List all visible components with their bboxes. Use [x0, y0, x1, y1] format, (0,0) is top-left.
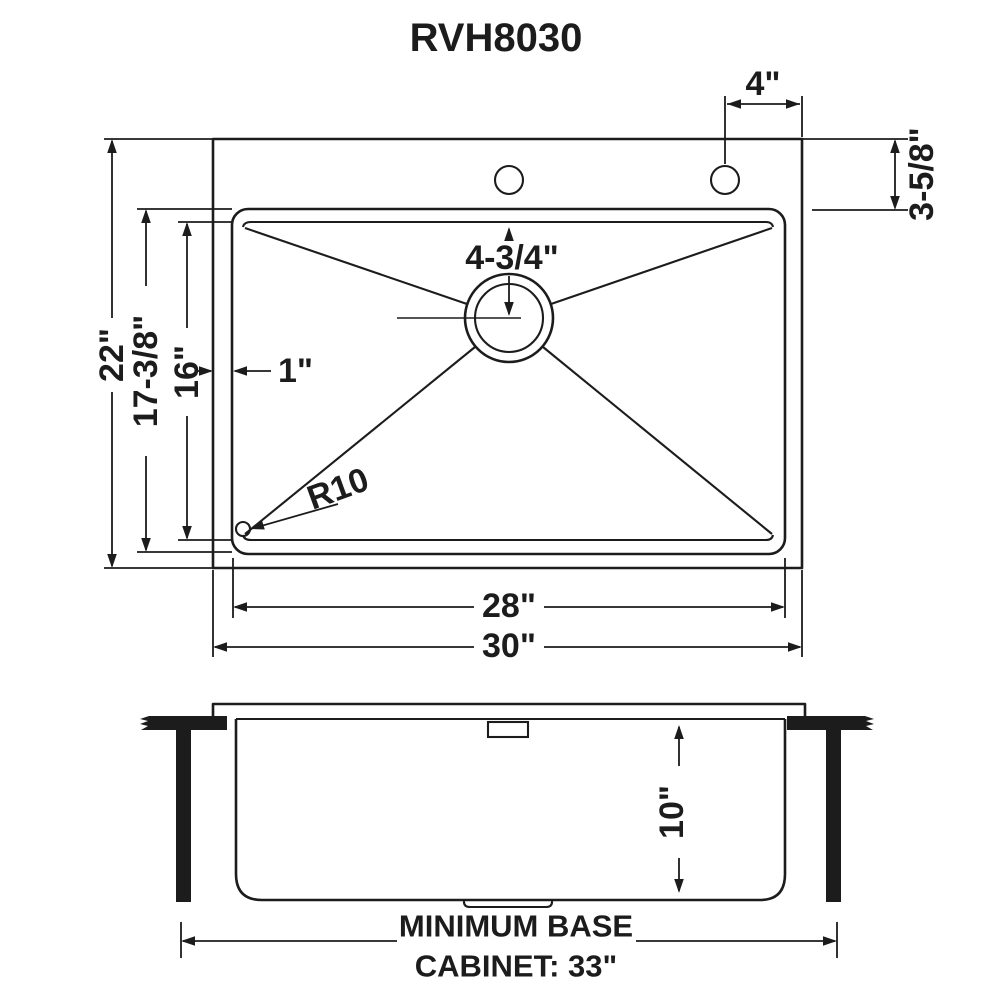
dim-rim-to-bowl: 1"	[197, 352, 313, 390]
dim-overall-depth: 22"	[93, 138, 213, 569]
faucet-hole-center	[493, 164, 525, 196]
model-number-label: RVH8030	[410, 16, 583, 60]
hole-spacing-label: 4"	[745, 65, 780, 103]
drain-fitting	[462, 900, 554, 909]
dim-hole-setback: 3-5/8"	[802, 127, 941, 221]
dim-bowl-height: 10"	[653, 725, 691, 893]
rim-to-bowl-label: 1"	[278, 352, 313, 390]
corner-radius-marker	[234, 520, 252, 538]
dim-bowl-width: 28"	[232, 558, 786, 625]
countertop-and-cabinet	[140, 716, 874, 902]
side-view: 10" MINIMUM BASE CABINET: 33"	[140, 702, 874, 984]
dim-drain-offset: 4-3/4"	[465, 227, 559, 316]
bowl-inner-bottom-edge	[241, 534, 775, 542]
countertop-break-left	[140, 716, 227, 730]
bowl-inner-top-edge	[241, 220, 775, 228]
hole-setback-label: 3-5/8"	[903, 127, 941, 221]
sink-section-outline	[211, 702, 807, 909]
dim-bowl-depth-outer: 17-3/8"	[127, 208, 232, 553]
overall-depth-label: 22"	[93, 328, 131, 382]
bowl-slope-line-bottom-right	[542, 346, 773, 535]
cabinet-note-line1: MINIMUM BASE	[399, 909, 633, 944]
bowl-width-label: 28"	[482, 587, 536, 625]
cabinet-note-line2: CABINET: 33"	[415, 949, 617, 984]
cabinet-side-right	[826, 730, 841, 902]
drain-offset-label: 4-3/4"	[465, 239, 559, 277]
sink-rim-profile	[211, 702, 807, 717]
dim-corner-radius: R10	[248, 460, 374, 534]
dim-hole-spacing: 4"	[724, 65, 803, 164]
faucet-hole-right	[709, 164, 741, 196]
sink-outer-edge	[211, 137, 804, 570]
dim-min-cabinet: MINIMUM BASE CABINET: 33"	[180, 909, 838, 984]
corner-radius-label: R10	[302, 460, 374, 517]
bowl-slope-line-top-right	[550, 227, 773, 305]
bowl-height-label: 10"	[653, 785, 691, 839]
bowl-profile	[234, 719, 787, 902]
countertop-break-right	[787, 716, 874, 730]
cabinet-side-left	[176, 730, 191, 902]
bowl-depth-outer-label: 17-3/8"	[127, 315, 165, 428]
overall-width-label: 30"	[482, 627, 536, 665]
bowl-slope-line-bottom-left	[244, 346, 476, 535]
faucet-hole-sleeve	[486, 720, 530, 739]
top-view: 22" 17-3/8" 16" 1" 4"	[93, 65, 941, 665]
bowl-rim	[230, 207, 787, 556]
bowl-slope-line-top-left	[244, 227, 468, 305]
dim-overall-width: 30"	[212, 570, 803, 665]
dim-bowl-depth-inner: 16"	[168, 221, 232, 541]
